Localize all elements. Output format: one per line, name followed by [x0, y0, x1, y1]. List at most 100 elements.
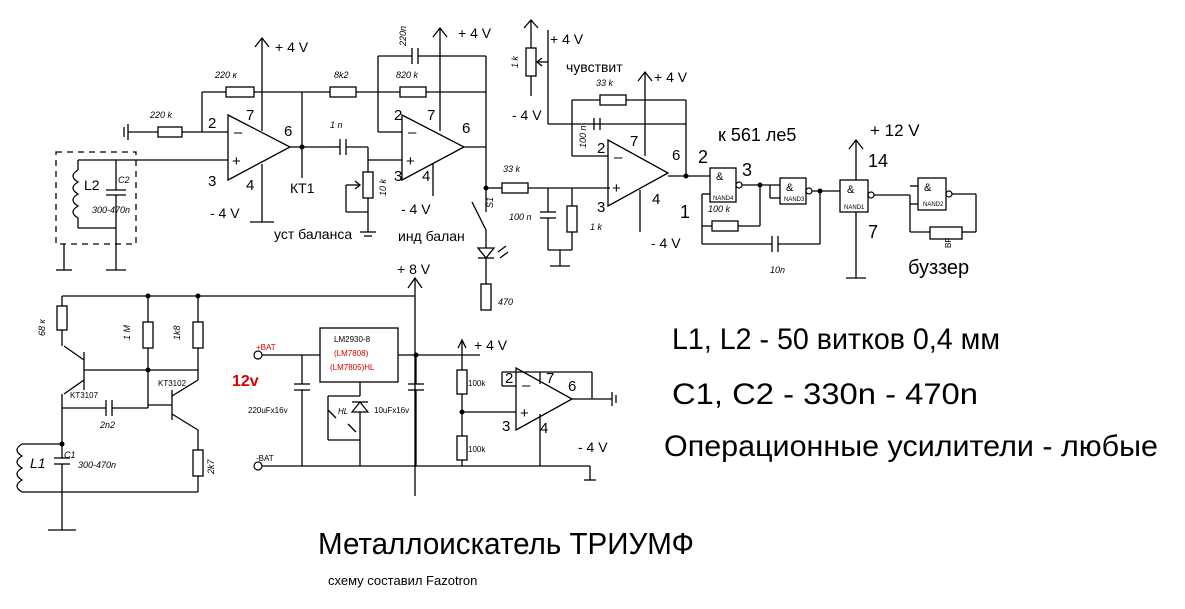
svg-text:–: –: [408, 124, 417, 141]
battery-plus-label: +BAT: [256, 343, 276, 352]
supply-minus4v-5: - 4 V: [578, 439, 608, 455]
r820k-label: 820 k: [396, 70, 419, 80]
supply-minus4v-2: - 4 V: [401, 201, 431, 217]
buzzer-ref: BF: [944, 238, 953, 248]
supply-minus4v-4: - 4 V: [651, 235, 681, 251]
c1n-label: 1 n: [330, 120, 343, 130]
opamp-4: – +: [515, 366, 574, 432]
note-caps: C1, C2 - 330n - 470n: [672, 378, 978, 411]
c1-label: C1: [64, 450, 76, 460]
svg-text:+: +: [612, 180, 621, 197]
c100n-label-a: 100 n: [578, 125, 588, 148]
svg-text:+: +: [406, 153, 415, 170]
opamp-2: – +: [401, 113, 466, 182]
battery-minus-terminal[interactable]: [253, 461, 263, 471]
gate-pin1: 1: [680, 202, 690, 222]
note-coils: L1, L2 - 50 витков 0,4 мм: [672, 323, 1000, 356]
c1-value: 300-470n: [78, 460, 116, 470]
coil-l1-label: L1: [30, 455, 46, 471]
opamp2-pin7: 7: [427, 107, 435, 124]
label-ust-balansa: уст баланса: [274, 226, 352, 242]
opamp1-pin6: 6: [284, 123, 292, 140]
nand-gate-1: [839, 179, 875, 213]
opamp3-pin2: 2: [597, 140, 605, 157]
transistor-kt3107: [63, 345, 108, 395]
led-hl: [327, 395, 370, 441]
r33k-input-label: 33 k: [503, 164, 521, 174]
svg-text:–: –: [614, 149, 623, 166]
switch-s1-label: S1: [485, 197, 495, 208]
opamp4-pin6: 6: [568, 378, 576, 395]
chip-label: к 561 ле5: [718, 125, 796, 145]
gate-pin7: 7: [868, 222, 878, 242]
opamp1-pin7: 7: [246, 107, 254, 124]
nand-gate-1-label: NAND1: [844, 205, 865, 211]
opamp2-pin2: 2: [394, 107, 402, 124]
voltage-regulator: [319, 327, 399, 383]
r1k-label-a: 1 k: [510, 55, 520, 68]
label-chuvstvit: чувствит: [566, 59, 623, 75]
r10k-label: 10 k: [378, 178, 388, 196]
nand-gate-2: [917, 177, 953, 211]
label-buzzer: буззер: [908, 257, 969, 279]
cap220u-label: 220uFx16v: [248, 406, 288, 415]
opamp2-pin4: 4: [422, 168, 430, 185]
gate-pin14: 14: [868, 151, 888, 171]
opamp2-pin3: 3: [394, 168, 402, 185]
label-ind-balan: инд балан: [398, 228, 465, 244]
testpoint-kt1: КТ1: [290, 180, 315, 196]
supply-minus4v-3: - 4 V: [512, 107, 542, 123]
r33k-fb-label: 33 k: [596, 78, 614, 88]
r100k-b-label: 100k: [468, 445, 486, 454]
r220k-fb-label: 220 к: [214, 70, 238, 80]
r1k-label-b: 1 k: [590, 222, 603, 232]
coil-l2: [55, 151, 228, 271]
c10n-label: 10n: [770, 265, 785, 275]
supply-plus4v-2: + 4 V: [458, 25, 492, 41]
r1m-label: 1 M: [122, 324, 132, 340]
opamp1-pin3: 3: [208, 173, 216, 190]
supply-plus4v-4: + 4 V: [654, 69, 688, 85]
svg-text:–: –: [522, 377, 531, 394]
opamp-1: – +: [227, 113, 292, 182]
svg-text:+: +: [520, 405, 529, 422]
opamp4-pin3: 3: [502, 418, 510, 435]
transistor-kt3102-label: KT3102: [158, 379, 187, 388]
c220n-label: 220n: [398, 26, 408, 47]
nand-gate-3-sym: &: [786, 182, 794, 194]
note-opamps: Операционные усилители - любые: [664, 430, 1158, 463]
regulator-name: LM2930-8: [334, 335, 371, 344]
c2-value: 300-470n: [92, 205, 130, 215]
r68k-label: 68 к: [37, 318, 47, 336]
battery-plus-terminal[interactable]: [253, 350, 263, 360]
opamp3-pin4: 4: [652, 191, 660, 208]
coil-l2-label: L2: [84, 177, 100, 193]
r220k-input-label: 220 k: [149, 110, 173, 120]
opamp4-pin4: 4: [540, 420, 548, 437]
supply-plus4v-1: + 4 V: [275, 39, 309, 55]
r1k8-label: 1k8: [172, 325, 182, 340]
battery-minus-label: -BAT: [256, 454, 274, 463]
supply-plus8v: + 8 V: [397, 261, 431, 277]
c2n2-label: 2n2: [99, 420, 115, 430]
opamp1-pin2: 2: [208, 115, 216, 132]
schematic-author: схему составил Fazotron: [328, 573, 477, 588]
r470-label: 470: [498, 297, 513, 307]
cap10u-label: 10uFx16v: [374, 406, 409, 415]
opamp3-pin3: 3: [597, 199, 605, 216]
supply-minus4v-1: - 4 V: [210, 205, 240, 221]
nand-gate-2-sym: &: [924, 182, 932, 194]
supply-plus12v: + 12 V: [870, 121, 920, 140]
nand-gate-1-sym: &: [847, 184, 855, 196]
gate-pin3: 3: [742, 160, 752, 180]
nand-gate-3-label: NAND3: [784, 197, 805, 203]
c2-label: C2: [118, 175, 130, 185]
gate-pin2: 2: [698, 147, 708, 167]
opamp3-pin7: 7: [630, 133, 638, 150]
opamp1-pin4: 4: [246, 177, 254, 194]
nand-gate-2-label: NAND2: [923, 202, 944, 208]
coil-l1: [16, 443, 198, 531]
r8k2-label: 8k2: [334, 70, 349, 80]
schematic-title: Металлоискатель ТРИУМФ: [318, 526, 694, 561]
